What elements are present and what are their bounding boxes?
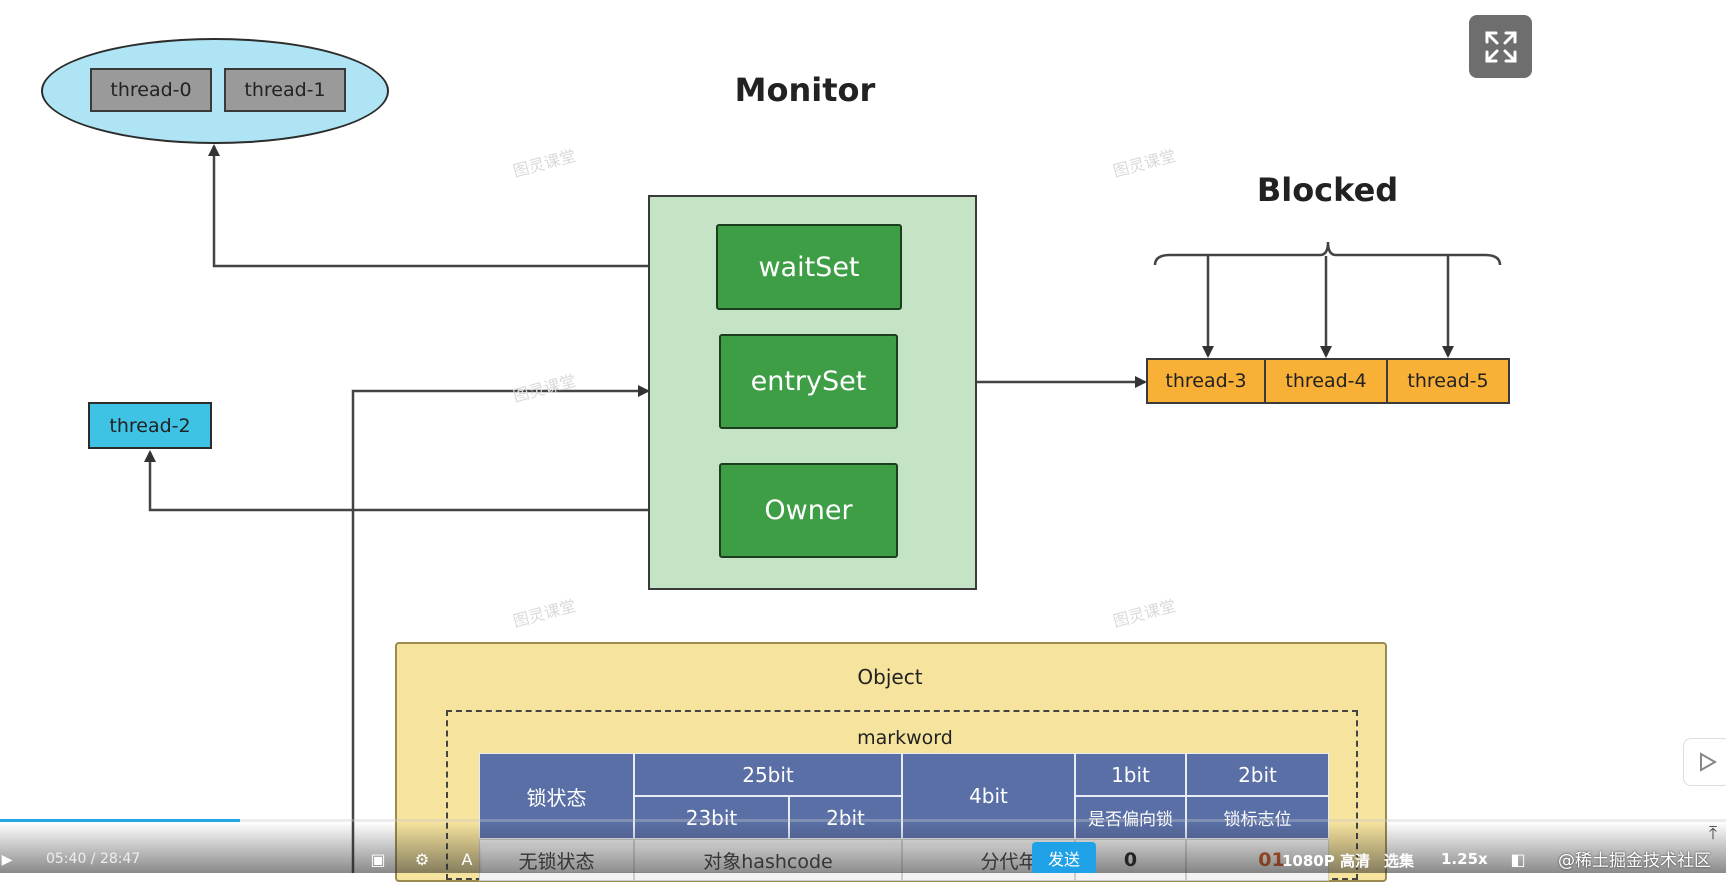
thread-0-box: thread-0 <box>90 68 212 112</box>
time-display: 05:40 / 28:47 <box>46 851 141 867</box>
thread-3-box: thread-3 <box>1146 358 1266 404</box>
play-icon[interactable]: ▶ <box>1 852 13 868</box>
send-button[interactable]: 发送 <box>1032 842 1096 873</box>
danmaku-settings-icon[interactable]: ⚙ <box>414 849 430 869</box>
diagram-title: Monitor <box>734 71 876 109</box>
owner-box: Owner <box>719 463 898 558</box>
expand-icon <box>1485 31 1516 62</box>
bits-25-header: 25bit <box>634 753 902 796</box>
side-play-button[interactable] <box>1683 738 1726 786</box>
danmaku-style-icon[interactable]: A <box>461 849 473 869</box>
bits-2-header: 2bit <box>1186 753 1329 796</box>
markword-label: markword <box>857 727 953 749</box>
blocked-label: Blocked <box>1256 171 1399 209</box>
quality-button[interactable]: 1080P 高清 <box>1282 852 1370 870</box>
episodes-button[interactable]: 选集 <box>1384 852 1415 870</box>
expand-button[interactable] <box>1469 15 1532 78</box>
play-icon <box>1700 752 1718 772</box>
speed-button[interactable]: 1.25x <box>1441 850 1488 868</box>
thread-4-box: thread-4 <box>1264 358 1388 404</box>
player-control-bar <box>0 822 1726 873</box>
site-credit: @稀土掘金技术社区 <box>1558 851 1711 871</box>
thread-5-box: thread-5 <box>1386 358 1510 404</box>
progress-played[interactable] <box>0 819 240 822</box>
danmaku-toggle-icon[interactable]: ▣ <box>370 849 386 869</box>
progress-track[interactable] <box>240 819 1726 822</box>
entry-set-box: entrySet <box>719 334 898 429</box>
volume-icon[interactable]: ◧ <box>1510 849 1526 869</box>
bits-1-header: 1bit <box>1075 753 1186 796</box>
object-label: Object <box>857 665 923 689</box>
thread-2-box: thread-2 <box>88 402 212 449</box>
thread-1-box: thread-1 <box>224 68 346 112</box>
wait-set-box: waitSet <box>716 224 902 310</box>
danmaku-input[interactable] <box>482 846 1032 872</box>
